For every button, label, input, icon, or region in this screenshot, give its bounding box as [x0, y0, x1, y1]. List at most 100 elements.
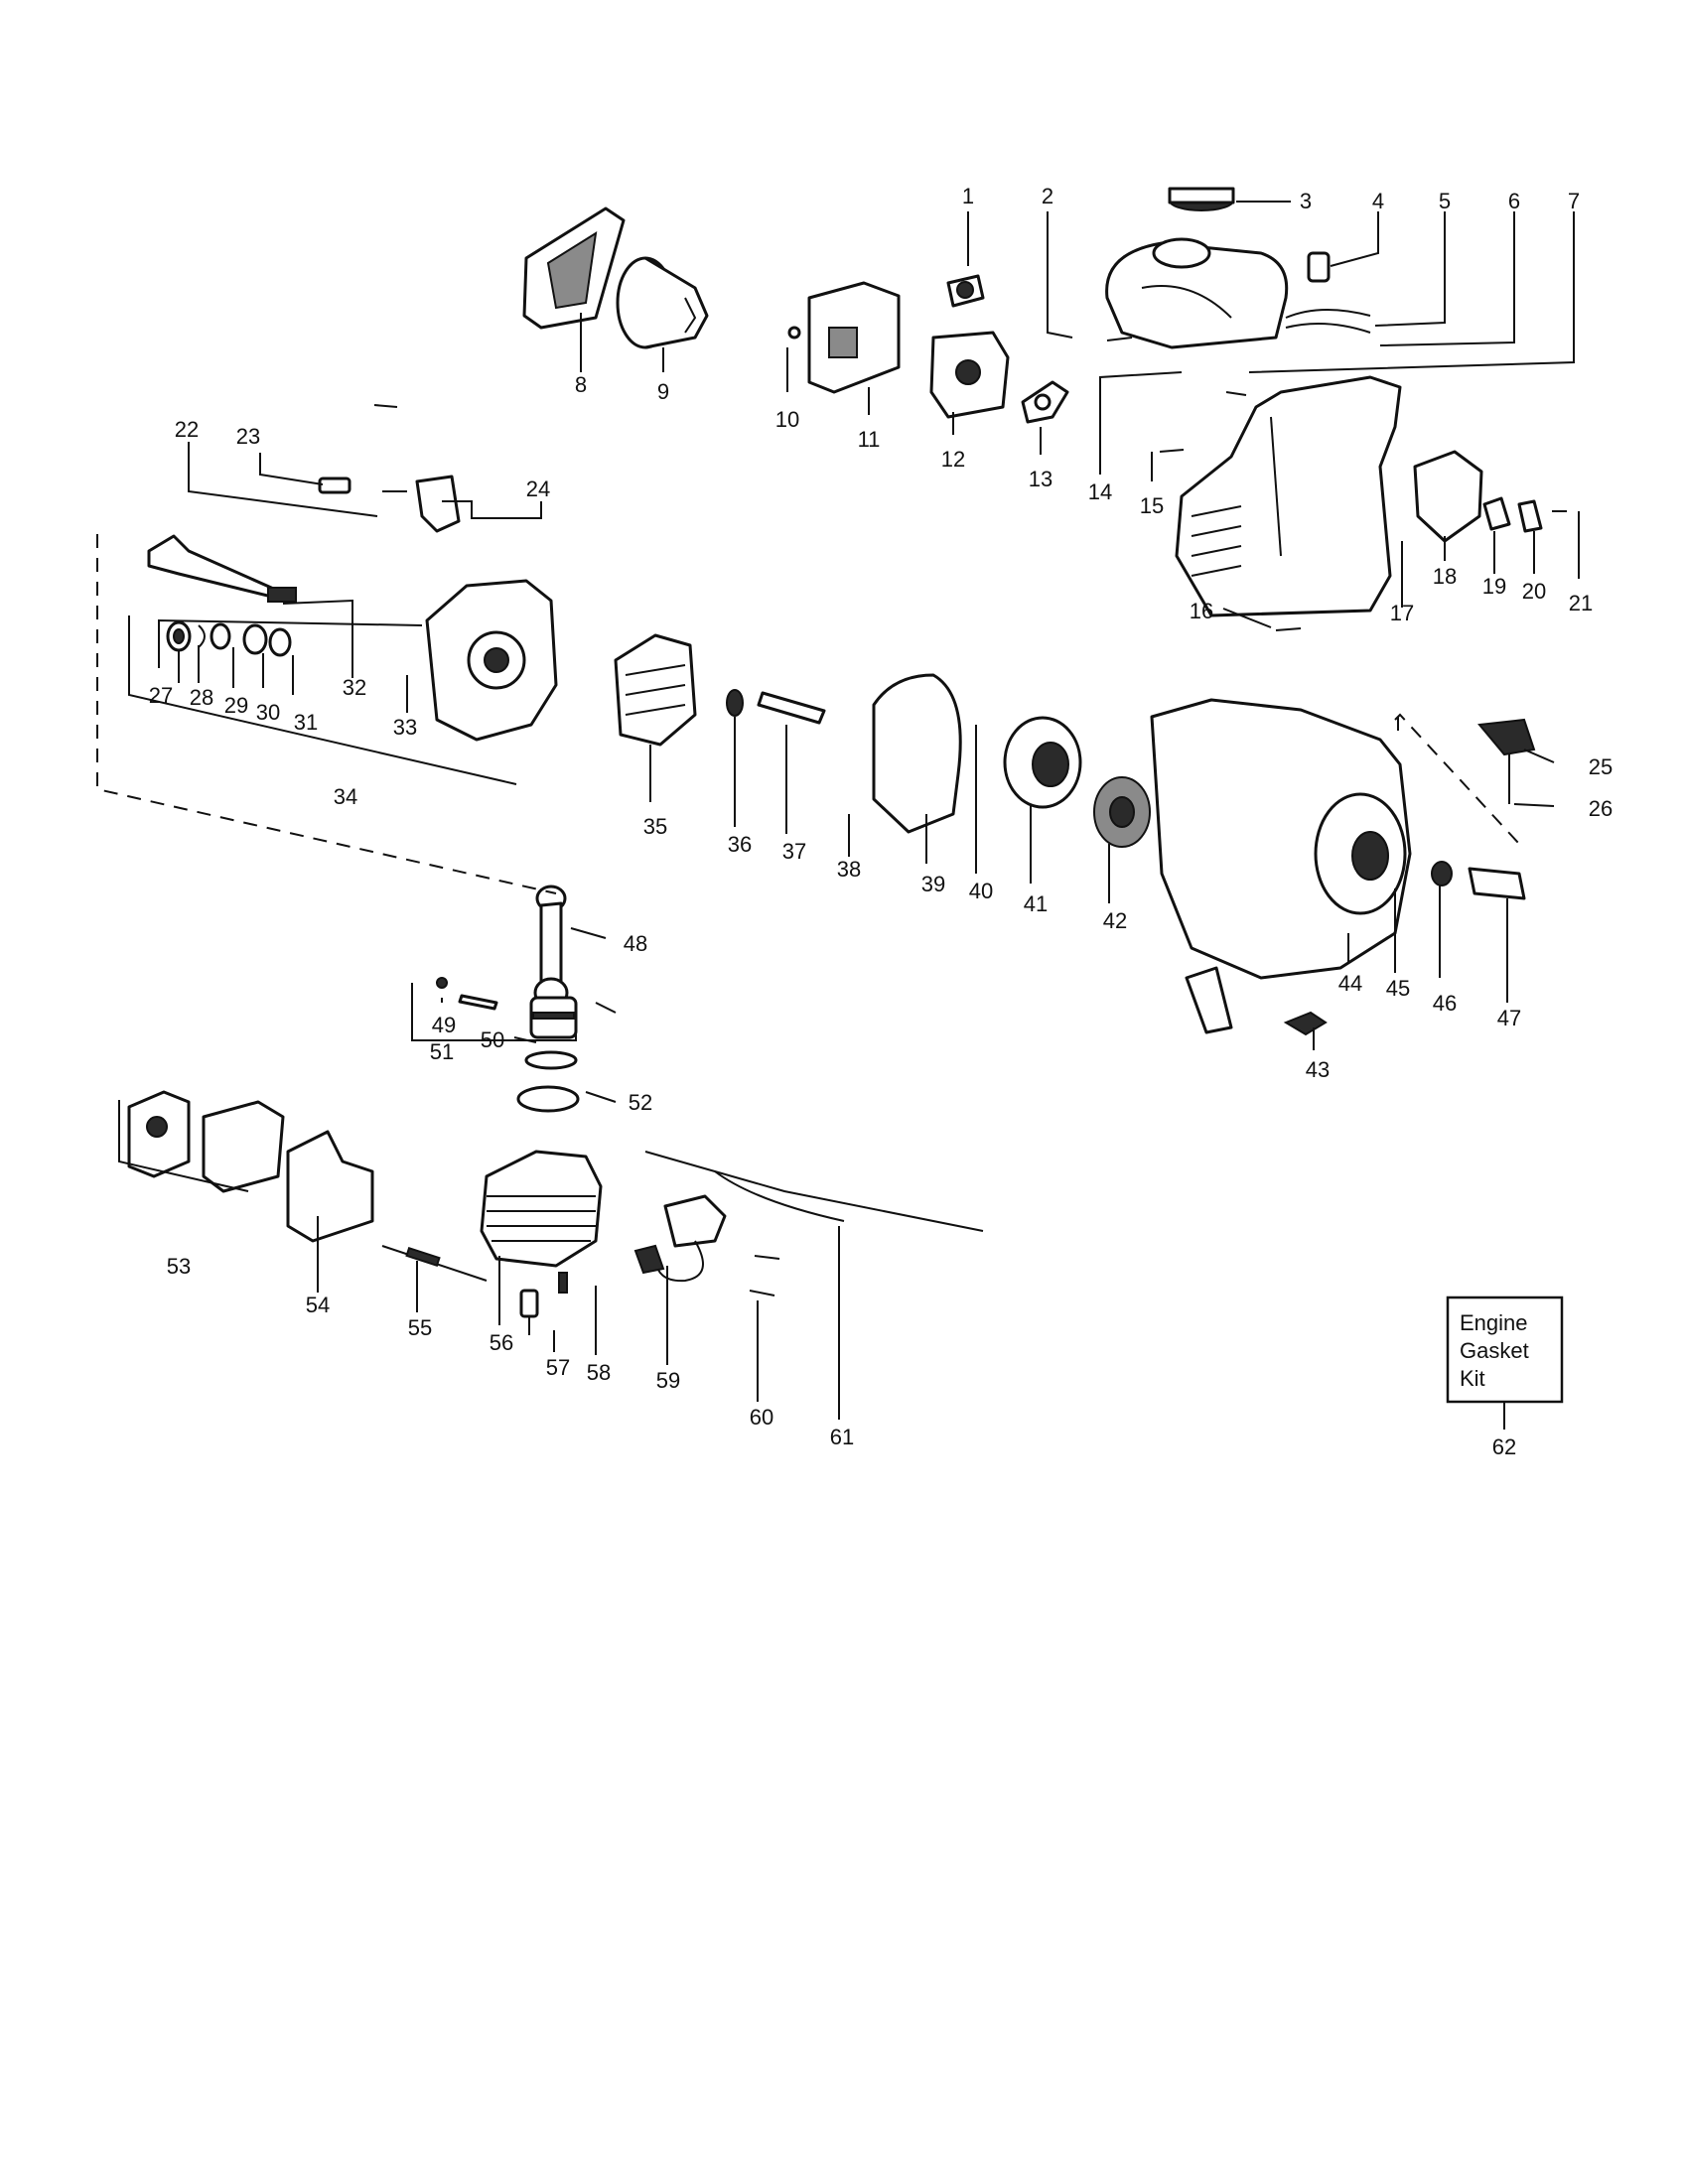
screws	[373, 337, 1302, 631]
callout-30: 30	[256, 700, 280, 725]
recoil-group-outline	[1394, 713, 1520, 845]
callout-13: 13	[1029, 467, 1052, 491]
callout-49: 49	[432, 1013, 456, 1037]
crankcase	[425, 579, 558, 742]
callout-40: 40	[969, 879, 993, 903]
starter-handle	[1477, 718, 1536, 804]
air-filter-cover	[522, 206, 626, 330]
callout-34: 34	[334, 784, 357, 809]
primer-bulb	[946, 274, 985, 308]
starter-pulley	[1003, 716, 1151, 848]
piston	[436, 977, 617, 1039]
spark-plug	[519, 1272, 568, 1335]
callout-22: 22	[175, 417, 199, 442]
carburetor-gasket	[1021, 380, 1069, 424]
callout-19: 19	[1482, 574, 1506, 599]
crankcase-group-outline	[96, 534, 557, 894]
callout-33: 33	[393, 715, 417, 740]
callout-numbers: 1 2 3 4 5 6 7 8 9 10 11 12 13 14 15 16 1…	[149, 184, 1613, 1449]
piston-rings	[516, 1050, 580, 1113]
callout-15: 15	[1140, 493, 1164, 518]
callout-54: 54	[306, 1293, 330, 1317]
muffler	[127, 1090, 285, 1193]
callout-31: 31	[294, 710, 318, 735]
washer-and-spacer	[726, 689, 826, 725]
callout-17: 17	[1390, 601, 1414, 625]
callout-27: 27	[149, 683, 173, 708]
callout-45: 45	[1386, 976, 1410, 1001]
callout-25: 25	[1589, 754, 1613, 779]
air-filter-element	[616, 256, 709, 349]
callout-28: 28	[190, 685, 213, 710]
shroud-gasket	[1413, 450, 1483, 543]
callout-1: 1	[962, 184, 974, 208]
callout-35: 35	[643, 814, 667, 839]
spring	[381, 1245, 488, 1282]
callout-20: 20	[1522, 579, 1546, 604]
leader-lines	[118, 201, 1580, 1420]
flywheel	[614, 633, 697, 747]
cylinder	[480, 1150, 603, 1268]
callout-8: 8	[575, 372, 587, 397]
callout-51: 51	[430, 1039, 454, 1064]
small-plates	[1482, 496, 1567, 533]
callout-57: 57	[546, 1355, 570, 1380]
coil-screws	[749, 1255, 780, 1297]
callout-52: 52	[629, 1090, 652, 1115]
callout-48: 48	[624, 931, 647, 956]
callout-11: 11	[858, 427, 881, 452]
callout-5: 5	[1439, 189, 1451, 213]
callout-18: 18	[1433, 564, 1457, 589]
clip	[1283, 1011, 1328, 1036]
callout-62: 62	[1492, 1434, 1516, 1459]
callout-14: 14	[1088, 479, 1112, 504]
callout-56: 56	[490, 1330, 513, 1355]
callout-3: 3	[1300, 189, 1312, 213]
callout-53: 53	[167, 1254, 191, 1279]
callout-29: 29	[224, 693, 248, 718]
ignition-coil	[633, 1194, 727, 1283]
connecting-rod	[533, 885, 569, 1009]
callout-44: 44	[1338, 971, 1362, 996]
kit-label-line1: Engine	[1460, 1310, 1528, 1335]
fuel-tank	[1105, 237, 1371, 349]
carburetor	[929, 331, 1010, 419]
callout-21: 21	[1569, 591, 1593, 615]
stop-switch	[318, 475, 461, 533]
callout-50: 50	[481, 1027, 504, 1052]
callout-42: 42	[1103, 908, 1127, 933]
callout-12: 12	[941, 447, 965, 472]
kit-box-frame	[1446, 1296, 1564, 1404]
kit-label-line2: Gasket	[1460, 1338, 1529, 1363]
kit-label-line3: Kit	[1460, 1366, 1485, 1391]
fuel-filter	[1307, 251, 1331, 283]
callout-9: 9	[657, 379, 669, 404]
clutch-parts	[1431, 861, 1526, 900]
engine-shroud	[1175, 375, 1402, 617]
fuel-cap	[1168, 187, 1235, 211]
callout-36: 36	[728, 832, 752, 857]
ignition-wire	[644, 1151, 984, 1232]
callout-23: 23	[236, 424, 260, 449]
callout-46: 46	[1433, 991, 1457, 1016]
callout-43: 43	[1306, 1057, 1330, 1082]
callout-38: 38	[837, 857, 861, 882]
callout-10: 10	[775, 407, 799, 432]
recoil-housing	[1150, 698, 1412, 1034]
callout-7: 7	[1568, 189, 1580, 213]
callout-55: 55	[408, 1315, 432, 1340]
callout-47: 47	[1497, 1006, 1521, 1030]
bearings-and-seals	[166, 620, 292, 657]
callout-59: 59	[656, 1368, 680, 1393]
air-box-bracket	[787, 281, 901, 394]
muffler-gasket	[286, 1130, 374, 1243]
callout-24: 24	[526, 477, 550, 501]
crankshaft	[147, 534, 297, 603]
callout-4: 4	[1372, 189, 1384, 213]
callout-16: 16	[1190, 599, 1213, 623]
engine-gasket-kit: Engine Gasket Kit 62	[1446, 1296, 1564, 1459]
callout-37: 37	[782, 839, 806, 864]
callout-32: 32	[343, 675, 366, 700]
callout-2: 2	[1042, 184, 1053, 208]
